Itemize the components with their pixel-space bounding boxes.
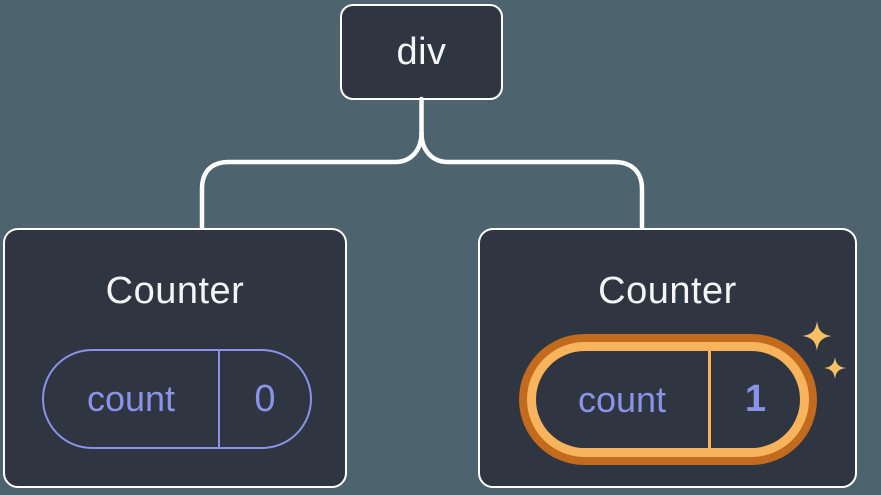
pill-divider	[708, 351, 711, 448]
state-value: 0	[254, 377, 276, 420]
state-key-label: count	[86, 378, 176, 419]
connector-right-branch	[419, 130, 645, 232]
state-pill-highlight-inner-ring: count 1	[527, 342, 809, 457]
pill-divider	[218, 351, 220, 447]
connector-left-branch	[199, 130, 424, 232]
state-pill: count 1	[536, 351, 800, 448]
sparkles-icon	[802, 321, 846, 379]
tree-root-node: div	[340, 4, 503, 100]
state-key-label: count	[577, 378, 667, 420]
root-node-label: div	[396, 30, 447, 73]
state-pill-highlight-ring: count 1	[519, 334, 817, 465]
sparkle-small	[824, 357, 846, 379]
state-pill: count 0	[42, 349, 312, 449]
state-value: 1	[744, 378, 767, 420]
counter-card-left: Counter count 0	[3, 228, 347, 488]
sparkle-large	[802, 321, 832, 351]
counter-title: Counter	[598, 270, 737, 312]
counter-title: Counter	[105, 270, 245, 312]
counter-card-right: Counter count 1	[478, 228, 857, 488]
